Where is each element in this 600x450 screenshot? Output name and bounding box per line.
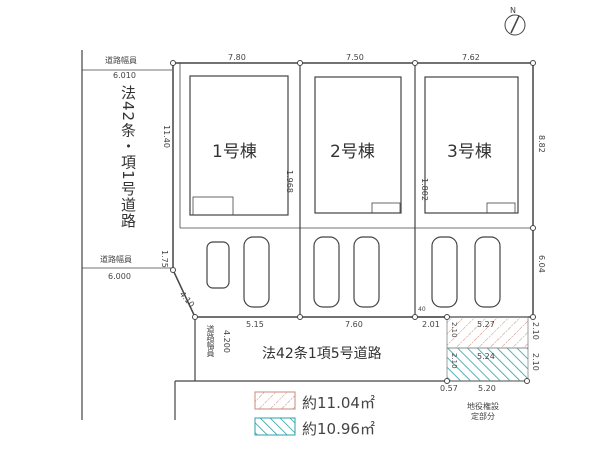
frontage-1: 7.80 <box>228 53 246 62</box>
depth-3: 1.802 <box>420 178 429 201</box>
building-2-label: 2号棟 <box>330 142 375 162</box>
road-width-label-top: 道路幅員 <box>105 56 137 65</box>
easement-top-dim: 5.27 <box>477 320 495 329</box>
bottom-dim-3: 2.01 <box>422 320 440 329</box>
building-1 <box>189 75 289 216</box>
legend-swatch-teal <box>254 417 296 436</box>
road-width-label-mid: 道路幅員 <box>100 255 132 264</box>
road-width-mid: 6.000 <box>108 272 131 281</box>
north-label: N <box>510 6 516 15</box>
building-1-label: 1号棟 <box>212 142 257 162</box>
legend-red-label: 約11.04㎡ <box>302 394 375 412</box>
lot-boundary <box>172 62 534 318</box>
legend-swatch-red <box>254 391 296 410</box>
easement-right-top-dim: 2.10 <box>531 322 540 340</box>
frontage-2: 7.50 <box>346 53 364 62</box>
easement-right-bottom-dim: 2.10 <box>531 353 540 371</box>
car <box>313 236 340 308</box>
stairs <box>192 196 516 216</box>
car <box>206 241 230 289</box>
road-width-top: 6.010 <box>113 71 136 80</box>
frontage-3: 7.62 <box>462 53 480 62</box>
depth-1: 1.968 <box>285 170 294 193</box>
right-lower-dim: 6.04 <box>537 255 546 273</box>
bottom-dim-2: 7.60 <box>345 320 363 329</box>
car <box>474 236 501 308</box>
road-width-bottom: 4.200 <box>222 330 231 353</box>
easement-offset-dim: 0.57 <box>440 384 458 393</box>
easement-left-top-dim: 2.10 <box>450 322 458 338</box>
left-lower-dim: 1.75 <box>160 250 169 268</box>
building-3-label: 3号棟 <box>447 142 492 162</box>
building-2 <box>314 76 402 214</box>
car <box>353 236 380 308</box>
road-width-label-bottom: 道路幅員 <box>206 325 215 357</box>
easement-teal <box>446 347 529 382</box>
easement-left-bottom-dim: 2.10 <box>450 353 458 369</box>
bottom-dim-1: 5.15 <box>246 320 264 329</box>
right-side-dim: 8.82 <box>537 135 546 153</box>
building-3 <box>424 76 519 214</box>
cars <box>206 236 501 308</box>
left-road-name: 法42条・項1号道路 <box>119 85 137 229</box>
bottom-road-name: 法42条1項5号道路 <box>262 346 382 362</box>
small-dim: 40 <box>418 306 426 313</box>
legend-teal-label: 約10.96㎡ <box>302 420 375 438</box>
car <box>243 236 270 308</box>
easement-note: 地役権設定部分 <box>467 402 499 421</box>
easement-mid-dim: 5.24 <box>477 352 495 361</box>
north-arrow-icon <box>504 14 526 36</box>
easement-bottom-dim: 5.20 <box>478 384 496 393</box>
left-side-dim: 11.40 <box>162 125 171 148</box>
car <box>431 236 458 308</box>
